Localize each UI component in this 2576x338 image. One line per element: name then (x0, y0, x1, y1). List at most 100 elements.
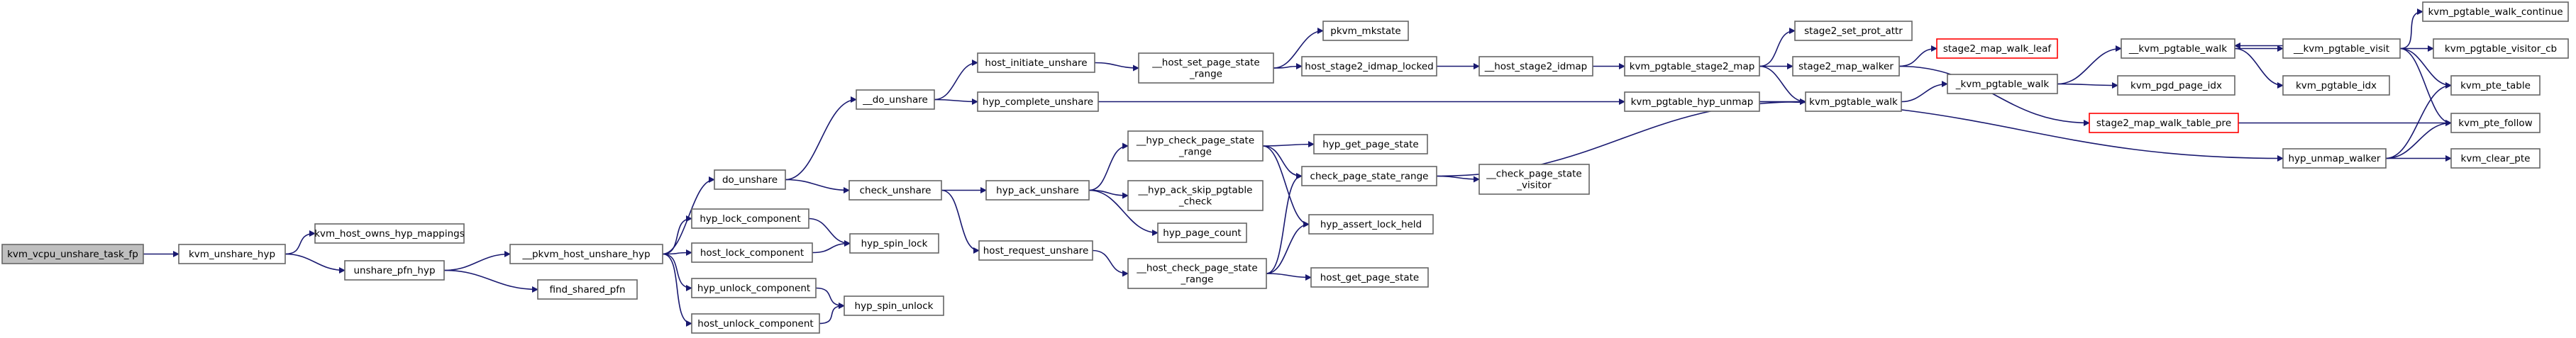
node-box[interactable] (1127, 130, 1264, 162)
function-node-kvm-pte-table[interactable]: kvm_pte_table (2450, 75, 2541, 96)
node-box[interactable] (2117, 75, 2235, 96)
node-box[interactable] (714, 169, 786, 190)
node-box[interactable] (1301, 56, 1437, 77)
node-box[interactable] (509, 244, 663, 264)
node-box[interactable] (844, 295, 944, 316)
function-node-kvm-pgtable-visit[interactable]: __kvm_pgtable_visit (2282, 38, 2401, 59)
node-box[interactable] (1624, 56, 1760, 77)
node-box[interactable] (1805, 91, 1902, 112)
function-node-host-unlock-component[interactable]: host_unlock_component (691, 313, 820, 334)
function-node-hyp-ack-skip-pgtable-check[interactable]: __hyp_ack_skip_pgtable_check (1127, 180, 1264, 211)
node-box[interactable] (2282, 148, 2387, 169)
node-box[interactable] (1157, 222, 1247, 243)
node-box[interactable] (2422, 1, 2569, 22)
function-node-kvm-pgd-page-idx[interactable]: kvm_pgd_page_idx (2117, 75, 2235, 96)
function-node-host-initiate-unshare[interactable]: host_initiate_unshare (977, 52, 1095, 73)
node-box[interactable] (849, 233, 939, 254)
function-node-do-unshare[interactable]: __do_unshare (856, 89, 935, 110)
function-node-pkvm-mkstate[interactable]: pkvm_mkstate (1322, 21, 1409, 41)
node-box[interactable] (691, 278, 817, 298)
function-node-check-page-state-range[interactable]: check_page_state_range (1301, 166, 1437, 186)
function-node-kvm-clear-pte[interactable]: kvm_clear_pte (2450, 148, 2541, 169)
function-node-hyp-assert-lock-held[interactable]: hyp_assert_lock_held (1308, 214, 1434, 235)
function-node-kvm-pgtable-walk-continue[interactable]: kvm_pgtable_walk_continue (2422, 1, 2569, 22)
function-node-kvm-pgtable-hyp-unmap[interactable]: kvm_pgtable_hyp_unmap (1624, 91, 1760, 112)
node-box[interactable] (691, 242, 813, 263)
function-node-hyp-spin-unlock[interactable]: hyp_spin_unlock (844, 295, 944, 316)
node-box[interactable] (2450, 113, 2541, 133)
node-box[interactable] (1310, 267, 1429, 288)
function-node-kvm-pte-follow[interactable]: kvm_pte_follow (2450, 113, 2541, 133)
function-node-kvm-unshare-hyp[interactable]: kvm_unshare_hyp (178, 244, 286, 264)
function-node-kvm-pgtable-walk[interactable]: __kvm_pgtable_walk (2121, 38, 2235, 59)
node-box[interactable] (691, 208, 809, 229)
node-box[interactable] (1, 244, 144, 264)
function-node-hyp-ack-unshare[interactable]: hyp_ack_unshare (985, 180, 1090, 201)
node-box[interactable] (1127, 180, 1264, 211)
function-node-stage2-map-walk-table-pre[interactable]: stage2_map_walk_table_pre (2089, 113, 2239, 133)
node-box[interactable] (2089, 113, 2239, 133)
node-box[interactable] (314, 223, 465, 244)
node-box[interactable] (178, 244, 286, 264)
function-node-stage2-map-walker[interactable]: stage2_map_walker (1792, 56, 1900, 77)
node-box[interactable] (1624, 91, 1760, 112)
node-box[interactable] (1947, 74, 2058, 94)
function-node-hyp-complete-unshare[interactable]: hyp_complete_unshare (977, 91, 1099, 112)
node-box[interactable] (1308, 214, 1434, 235)
function-node-host-stage2-idmap[interactable]: __host_stage2_idmap (1478, 56, 1593, 77)
node-box[interactable] (1792, 56, 1900, 77)
function-node-stage2-map-walk-leaf[interactable]: stage2_map_walk_leaf (1936, 38, 2058, 59)
node-box[interactable] (1794, 21, 1913, 41)
node-box[interactable] (1301, 166, 1437, 186)
function-node-hyp-spin-lock[interactable]: hyp_spin_lock (849, 233, 939, 254)
function-node-kvm-pgtable-visitor-cb[interactable]: kvm_pgtable_visitor_cb (2433, 38, 2569, 59)
function-node-kvm-pgtable-walk-inner[interactable]: _kvm_pgtable_walk (1947, 74, 2058, 94)
function-node-kvm-host-owns[interactable]: kvm_host_owns_hyp_mappings (314, 223, 465, 244)
node-box[interactable] (978, 240, 1093, 261)
function-node-root[interactable]: kvm_vcpu_unshare_task_fp (1, 244, 144, 264)
node-box[interactable] (1936, 38, 2058, 59)
function-node-do-unshare[interactable]: do_unshare (714, 169, 786, 190)
function-node-host-check-page-state-range[interactable]: __host_check_page_state_range (1127, 258, 1267, 289)
node-box[interactable] (977, 91, 1099, 112)
node-box[interactable] (856, 89, 935, 110)
node-box[interactable] (1478, 164, 1590, 195)
node-box[interactable] (848, 180, 942, 201)
function-node-host-lock-component[interactable]: host_lock_component (691, 242, 813, 263)
node-box[interactable] (2282, 75, 2390, 96)
function-node-hyp-unlock-component[interactable]: hyp_unlock_component (691, 278, 817, 298)
node-box[interactable] (2450, 75, 2541, 96)
function-node-kvm-pgtable-stage2-map[interactable]: kvm_pgtable_stage2_map (1624, 56, 1760, 77)
node-box[interactable] (2433, 38, 2569, 59)
function-node-unshare-pfn-hyp[interactable]: unshare_pfn_hyp (344, 260, 445, 281)
function-node-kvm-pgtable-walk[interactable]: kvm_pgtable_walk (1805, 91, 1902, 112)
node-box[interactable] (1478, 56, 1593, 77)
function-node-hyp-check-page-state-range[interactable]: __hyp_check_page_state_range (1127, 130, 1264, 162)
function-node-hyp-get-page-state[interactable]: hyp_get_page_state (1313, 134, 1428, 154)
function-node-check-unshare[interactable]: check_unshare (848, 180, 942, 201)
function-node-host-set-page-state-range[interactable]: __host_set_page_state_range (1138, 52, 1274, 84)
node-box[interactable] (977, 52, 1095, 73)
function-node-pkvm-host-unshare-hyp[interactable]: __pkvm_host_unshare_hyp (509, 244, 663, 264)
function-node-host-request-unshare[interactable]: host_request_unshare (978, 240, 1093, 261)
node-box[interactable] (2121, 38, 2235, 59)
node-box[interactable] (344, 260, 445, 281)
function-node-host-get-page-state[interactable]: host_get_page_state (1310, 267, 1429, 288)
function-node-hyp-unmap-walker[interactable]: hyp_unmap_walker (2282, 148, 2387, 169)
node-box[interactable] (2282, 38, 2401, 59)
node-box[interactable] (985, 180, 1090, 201)
function-node-check-page-state-visitor[interactable]: __check_page_state_visitor (1478, 164, 1590, 195)
node-box[interactable] (1138, 52, 1274, 84)
function-node-kvm-pgtable-idx[interactable]: kvm_pgtable_idx (2282, 75, 2390, 96)
node-box[interactable] (1313, 134, 1428, 154)
function-node-find-shared-pfn[interactable]: find_shared_pfn (537, 279, 638, 300)
node-box[interactable] (1127, 258, 1267, 289)
function-node-stage2-set-prot-attr[interactable]: stage2_set_prot_attr (1794, 21, 1913, 41)
node-box[interactable] (537, 279, 638, 300)
node-box[interactable] (2450, 148, 2541, 169)
node-box[interactable] (1322, 21, 1409, 41)
function-node-hyp-lock-component[interactable]: hyp_lock_component (691, 208, 809, 229)
function-node-host-stage2-idmap-locked[interactable]: host_stage2_idmap_locked (1301, 56, 1437, 77)
function-node-hyp-page-count[interactable]: hyp_page_count (1157, 222, 1247, 243)
node-box[interactable] (691, 313, 820, 334)
